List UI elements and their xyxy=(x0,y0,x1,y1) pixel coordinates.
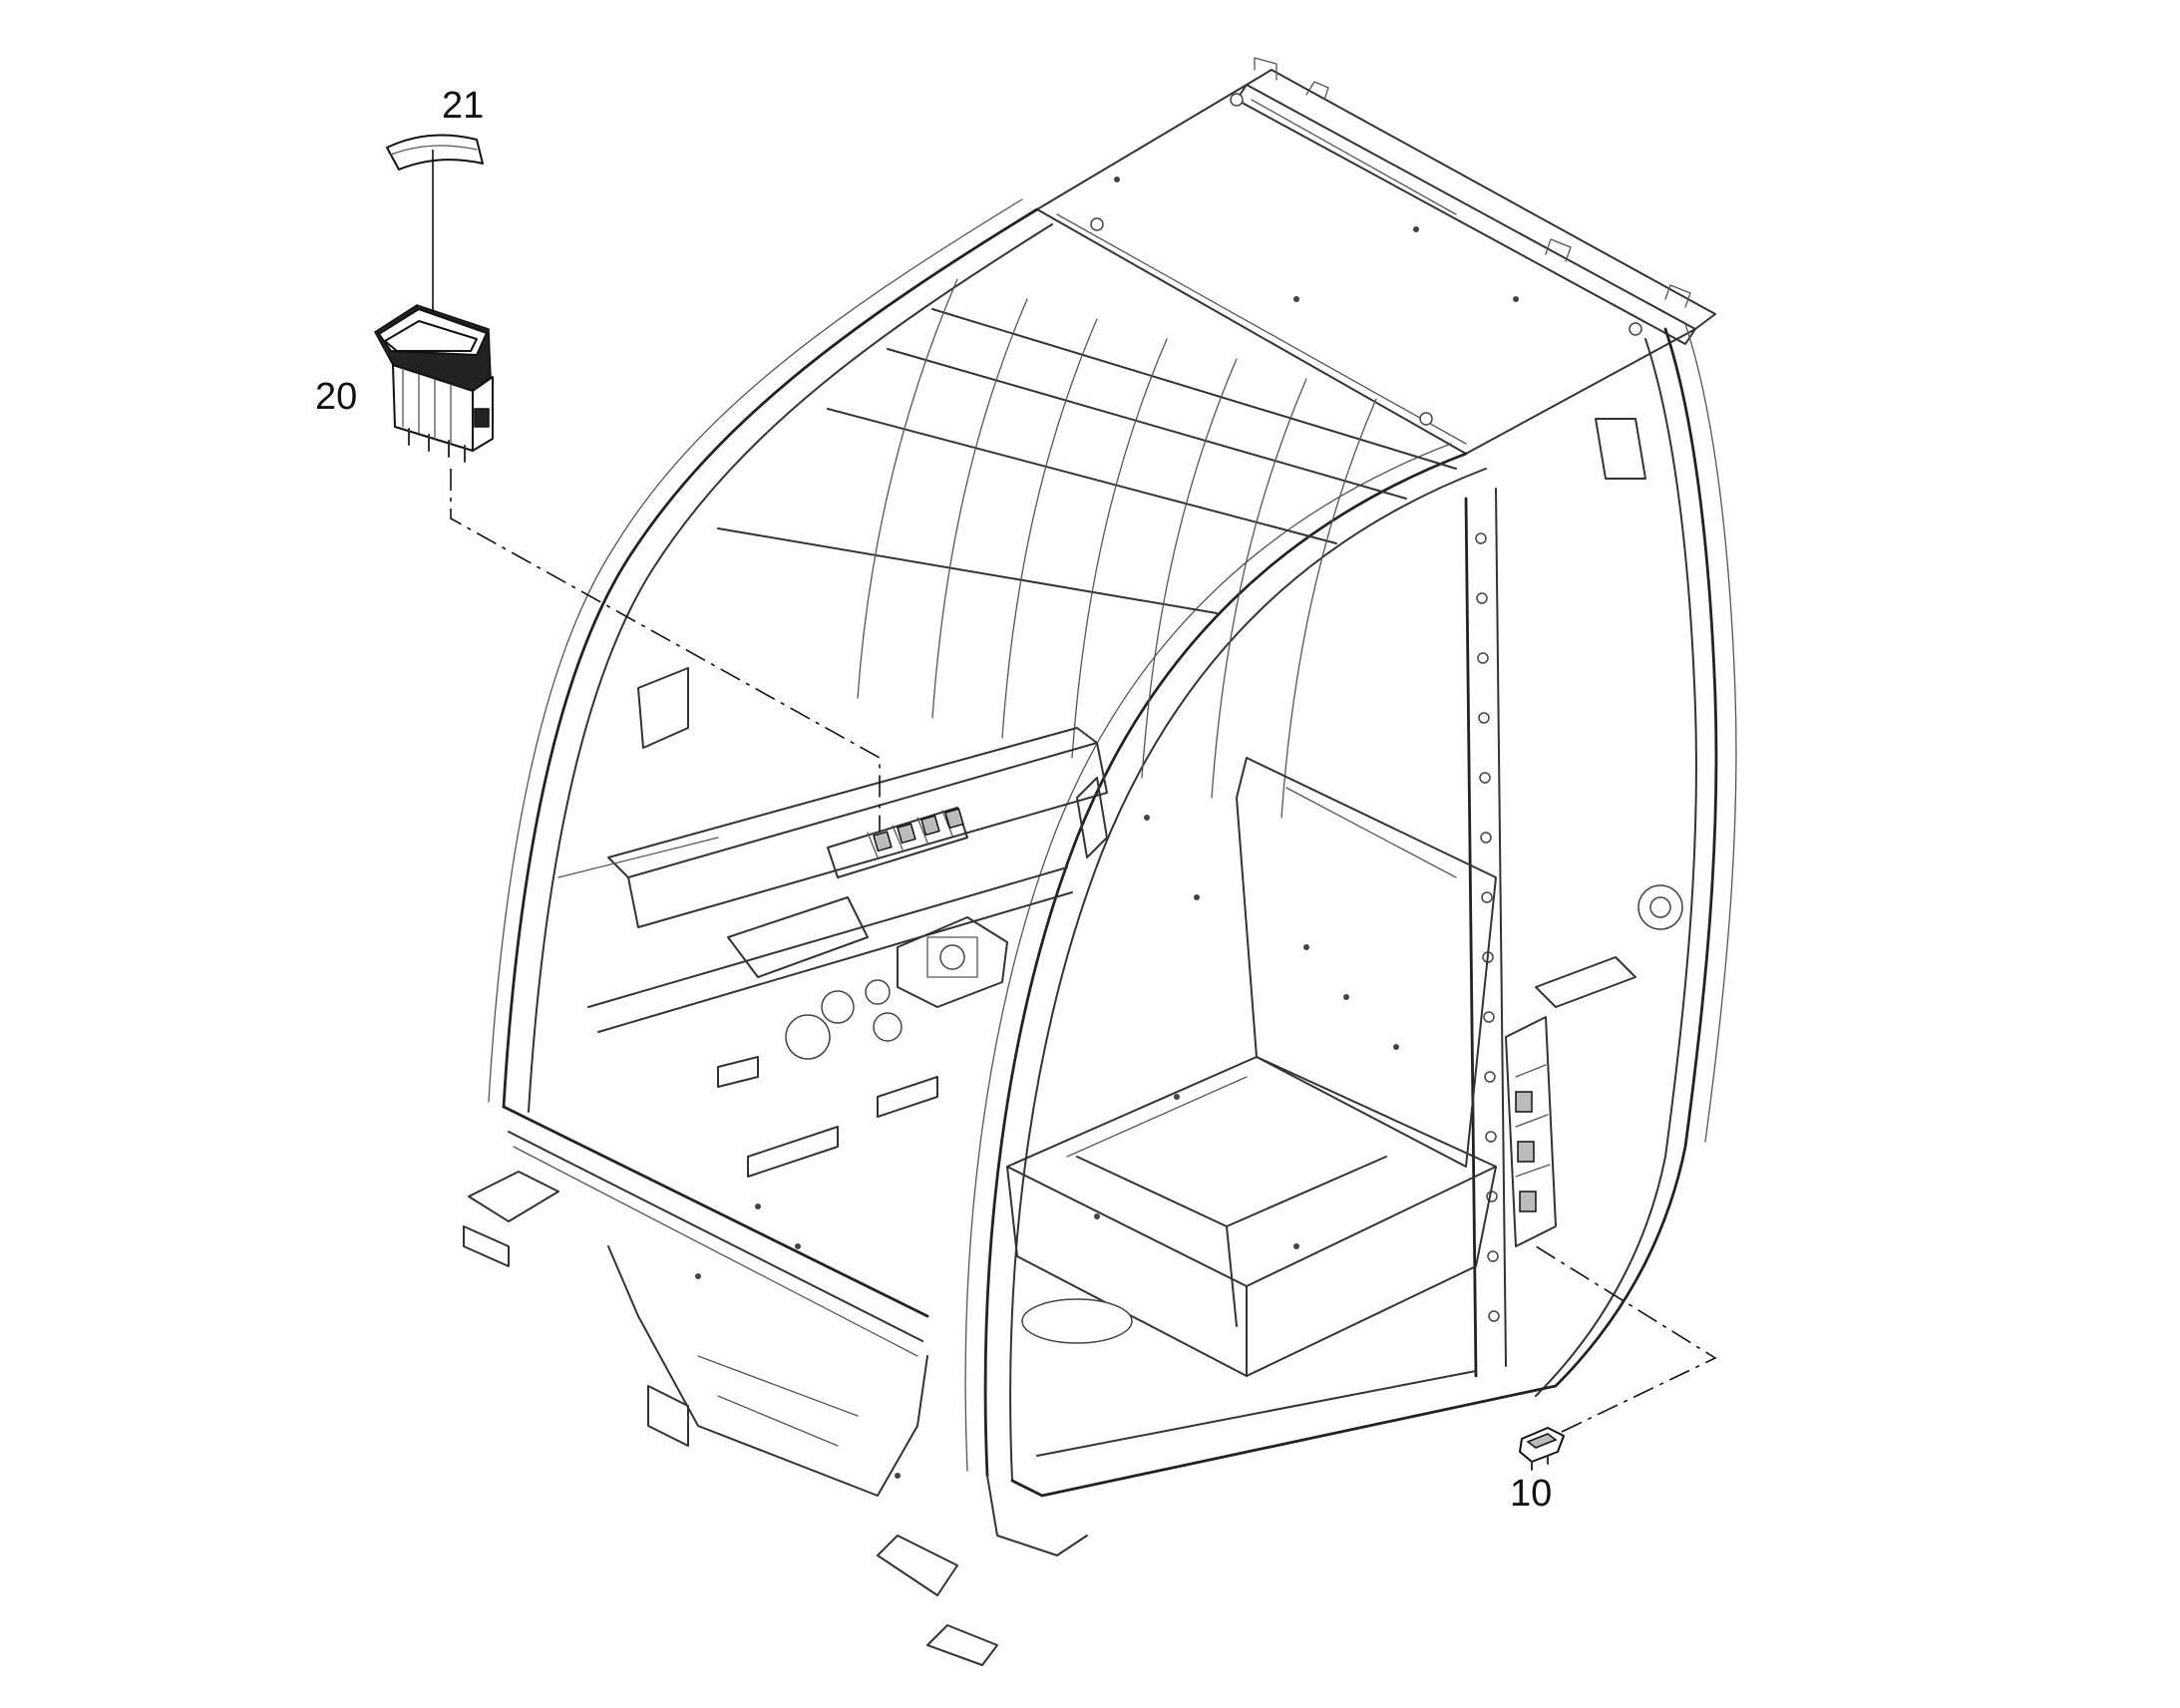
switch-panel xyxy=(827,807,968,878)
callout-21: 21 xyxy=(442,85,484,127)
blade-fuse-part xyxy=(1519,1427,1565,1471)
callout-20: 20 xyxy=(315,376,357,418)
callout-labels: 21 20 10 xyxy=(315,85,1552,1515)
mounting-holes xyxy=(695,176,1519,1479)
dashboard-beam xyxy=(557,727,1108,1178)
callout-10: 10 xyxy=(1510,1473,1552,1515)
door-post-holes xyxy=(1475,532,1500,1322)
cab-floor-box xyxy=(1006,757,1497,1377)
rocker-switch-part xyxy=(374,304,494,463)
cab-frame xyxy=(463,57,1737,1666)
windshield-grille xyxy=(717,278,1457,819)
leader-lines xyxy=(432,150,1717,1433)
rocker-lens-part xyxy=(386,134,484,171)
rear-electrical-panel xyxy=(1505,418,1683,1247)
